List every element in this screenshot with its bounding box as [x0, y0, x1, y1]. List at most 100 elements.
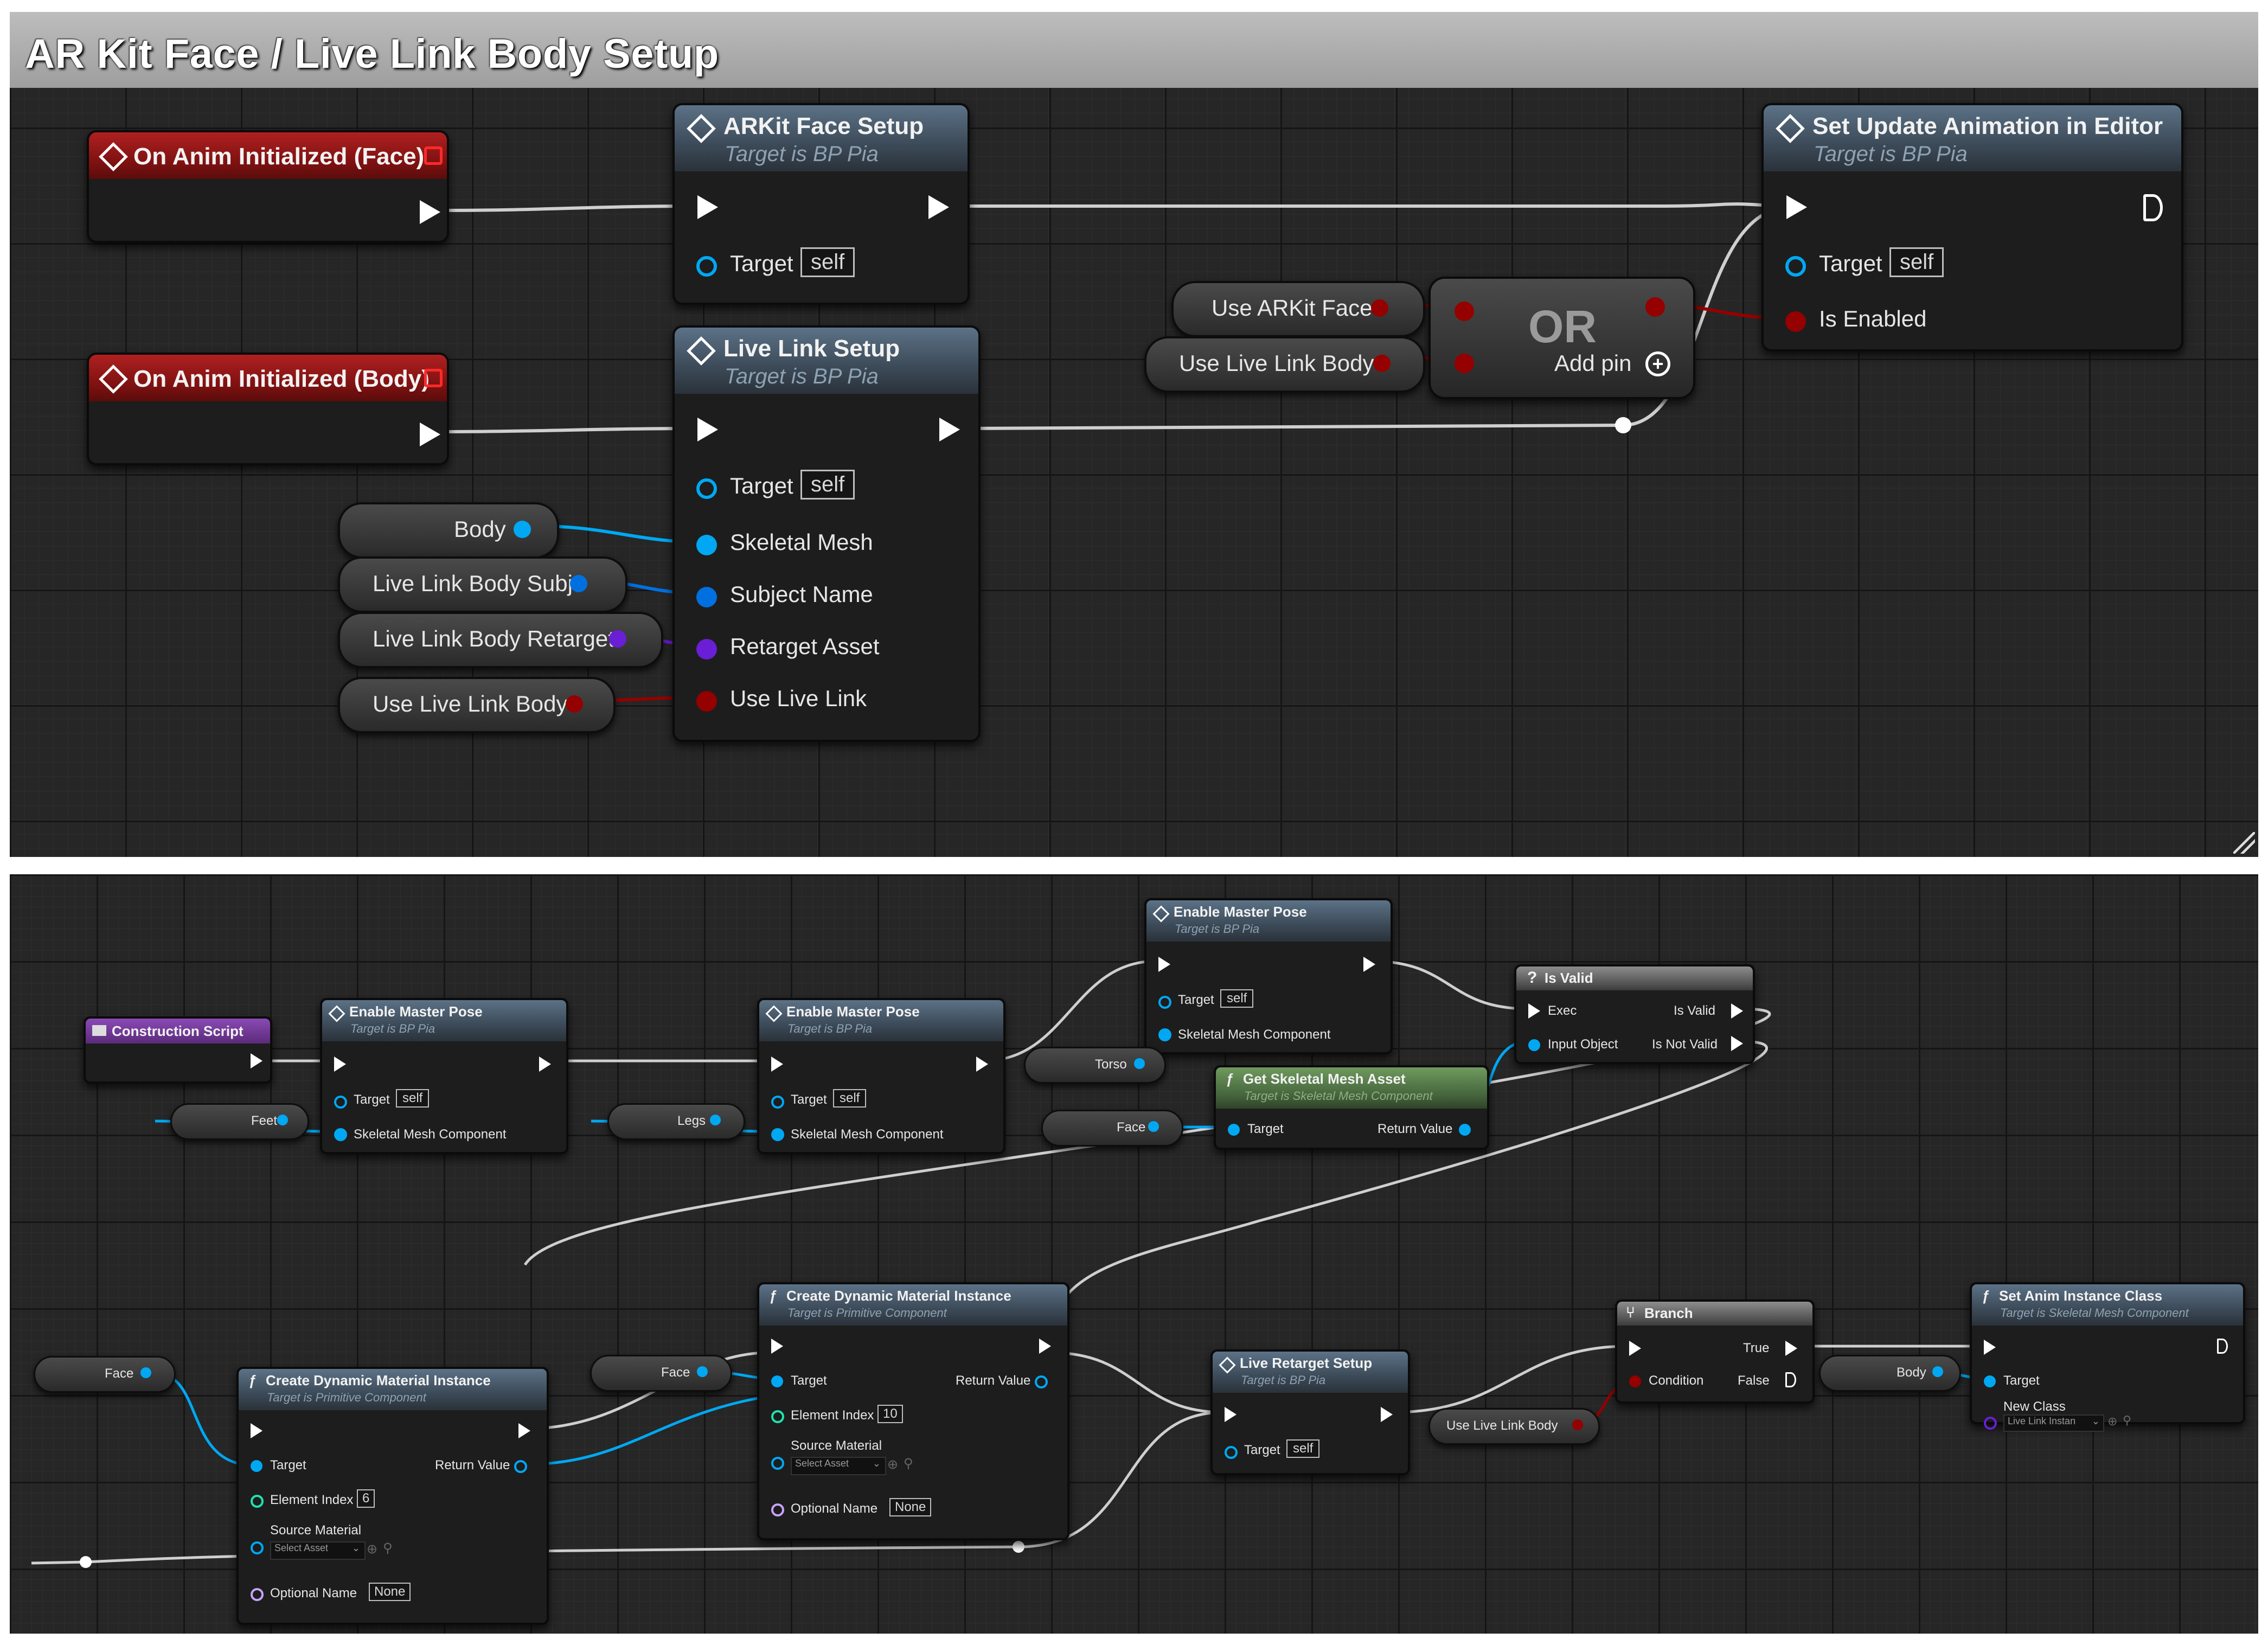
exec-out-pin[interactable] — [928, 195, 949, 219]
var-face-cdmi2[interactable]: Face — [590, 1355, 732, 1392]
exec-out-pin[interactable] — [1381, 1407, 1393, 1422]
target-value[interactable]: self — [1889, 247, 1944, 277]
true-exec-pin[interactable] — [1785, 1341, 1797, 1356]
source-material-pin[interactable] — [251, 1541, 264, 1554]
object-out-pin[interactable] — [277, 1115, 288, 1125]
source-material-pin[interactable] — [771, 1457, 784, 1470]
exec-in-pin[interactable] — [1786, 195, 1807, 219]
var-legs[interactable]: Legs — [607, 1103, 745, 1140]
select-asset-dropdown[interactable]: Select Asset ⌄ — [791, 1457, 886, 1475]
object-out-pin[interactable] — [697, 1366, 708, 1377]
return-value-pin[interactable] — [514, 1460, 527, 1473]
node-create-dynamic-material-instance-2[interactable]: ƒ Create Dynamic Material Instance Targe… — [757, 1282, 1069, 1540]
exec-out-pin-icon[interactable] — [2217, 1339, 2228, 1354]
exec-in-pin[interactable] — [251, 1423, 262, 1438]
element-index-value[interactable]: 6 — [357, 1489, 375, 1508]
element-index-value[interactable]: 10 — [877, 1405, 903, 1423]
browse-search-icon[interactable]: ⚲ — [2123, 1413, 2132, 1427]
var-use-arkit-face[interactable]: Use ARKit Face — [1171, 281, 1425, 337]
target-pin[interactable] — [771, 1096, 784, 1109]
use-selected-icon[interactable]: ⊕ — [367, 1542, 378, 1557]
var-live-link-body-subj[interactable]: Live Link Body Subj — [338, 556, 627, 613]
exec-out-pin[interactable] — [1363, 957, 1375, 972]
add-pin-icon[interactable]: + — [1645, 351, 1670, 376]
delegate-pin-icon[interactable] — [424, 369, 443, 387]
target-value[interactable]: self — [800, 470, 855, 500]
skeletal-mesh-component-pin[interactable] — [334, 1128, 347, 1141]
top-graph-panel[interactable]: AR Kit Face / Live Link Body Setup On An… — [10, 12, 2258, 857]
object-out-pin[interactable] — [1148, 1121, 1159, 1132]
exec-in-pin[interactable] — [334, 1057, 346, 1072]
bool-out-pin[interactable] — [566, 695, 583, 713]
event-on-anim-initialized-body[interactable]: On Anim Initialized (Body) — [87, 353, 449, 465]
event-on-anim-initialized-face[interactable]: On Anim Initialized (Face) — [87, 130, 449, 243]
target-value[interactable]: self — [1220, 989, 1254, 1008]
var-body[interactable]: Body — [1819, 1355, 1961, 1392]
skeletal-mesh-component-pin[interactable] — [771, 1128, 784, 1141]
use-selected-icon[interactable]: ⊕ — [2107, 1414, 2118, 1428]
exec-out-pin[interactable] — [420, 200, 440, 224]
var-use-live-link-body[interactable]: Use Live Link Body — [338, 677, 616, 733]
target-pin[interactable] — [696, 478, 717, 499]
exec-out-pin[interactable] — [518, 1423, 530, 1438]
or-input-a-pin[interactable] — [1455, 302, 1474, 321]
or-input-b-pin[interactable] — [1455, 354, 1474, 373]
object-out-pin[interactable] — [710, 1115, 721, 1125]
exec-in-pin[interactable] — [697, 195, 718, 219]
retarget-asset-pin[interactable] — [696, 639, 717, 660]
node-get-skeletal-mesh-asset[interactable]: ƒ Get Skeletal Mesh Asset Target is Skel… — [1214, 1065, 1489, 1150]
target-value[interactable]: self — [1286, 1439, 1320, 1458]
target-pin[interactable] — [1225, 1446, 1238, 1459]
node-arkit-face-setup[interactable]: ARKit Face Setup Target is BP Pia Target… — [672, 103, 970, 305]
node-live-retarget-setup[interactable]: Live Retarget Setup Target is BP Pia Tar… — [1210, 1349, 1410, 1475]
node-set-update-animation-in-editor[interactable]: Set Update Animation in Editor Target is… — [1761, 103, 2183, 351]
condition-pin[interactable] — [1629, 1375, 1641, 1387]
false-exec-pin-icon[interactable] — [1785, 1372, 1796, 1387]
target-pin[interactable] — [1228, 1124, 1240, 1136]
new-class-pin[interactable] — [1984, 1417, 1997, 1430]
target-value[interactable]: self — [833, 1089, 867, 1108]
exec-in-pin[interactable] — [1225, 1407, 1236, 1422]
node-live-link-setup[interactable]: Live Link Setup Target is BP Pia Target … — [672, 325, 981, 742]
node-enable-master-pose-2[interactable]: Enable Master Pose Target is BP Pia Targ… — [757, 998, 1005, 1154]
skeletal-mesh-pin[interactable] — [696, 535, 717, 555]
var-live-link-body-retarget[interactable]: Live Link Body Retarget — [338, 612, 663, 668]
var-torso[interactable]: Torso — [1024, 1047, 1166, 1084]
node-or[interactable]: OR Add pin + — [1428, 277, 1695, 399]
exec-in-pin[interactable] — [771, 1057, 783, 1072]
node-enable-master-pose-1[interactable]: Enable Master Pose Target is BP Pia Targ… — [320, 998, 568, 1154]
element-index-pin[interactable] — [771, 1410, 784, 1423]
node-construction-script[interactable]: Construction Script — [84, 1016, 272, 1084]
target-pin[interactable] — [251, 1460, 262, 1472]
var-feet[interactable]: Feet — [170, 1103, 309, 1140]
var-face-cdmi1[interactable]: Face — [34, 1356, 176, 1393]
is-not-valid-exec-pin[interactable] — [1731, 1036, 1743, 1051]
object-out-pin[interactable] — [1134, 1058, 1145, 1069]
exec-in-pin[interactable] — [697, 418, 718, 441]
target-pin[interactable] — [696, 256, 717, 277]
optional-name-value[interactable]: None — [369, 1583, 411, 1601]
target-pin[interactable] — [334, 1096, 347, 1109]
exec-in-pin[interactable] — [1984, 1340, 1996, 1355]
var-use-live-link-body[interactable]: Use Live Link Body — [1144, 336, 1425, 393]
use-selected-icon[interactable]: ⊕ — [887, 1457, 899, 1472]
exec-out-pin[interactable] — [1039, 1339, 1051, 1354]
class-out-pin[interactable] — [609, 630, 626, 648]
target-value[interactable]: self — [396, 1089, 430, 1108]
bool-out-pin[interactable] — [1371, 299, 1388, 317]
node-create-dynamic-material-instance-1[interactable]: ƒ Create Dynamic Material Instance Targe… — [236, 1367, 549, 1625]
node-branch[interactable]: ⑂ Branch True Condition False — [1615, 1300, 1815, 1404]
delegate-pin-icon[interactable] — [424, 146, 443, 165]
target-value[interactable]: self — [800, 247, 855, 277]
skeletal-mesh-component-pin[interactable] — [1158, 1028, 1171, 1041]
return-value-pin[interactable] — [1035, 1375, 1048, 1388]
target-pin[interactable] — [1984, 1375, 1996, 1387]
class-select-dropdown[interactable]: Live Link Instan ⌄ — [2003, 1414, 2104, 1432]
exec-out-pin[interactable] — [251, 1053, 262, 1068]
input-object-pin[interactable] — [1528, 1039, 1540, 1051]
optional-name-pin[interactable] — [771, 1503, 784, 1516]
browse-search-icon[interactable]: ⚲ — [904, 1456, 913, 1471]
is-valid-exec-pin[interactable] — [1731, 1003, 1743, 1019]
bool-out-pin[interactable] — [1373, 355, 1391, 372]
exec-out-pin[interactable] — [976, 1057, 988, 1072]
